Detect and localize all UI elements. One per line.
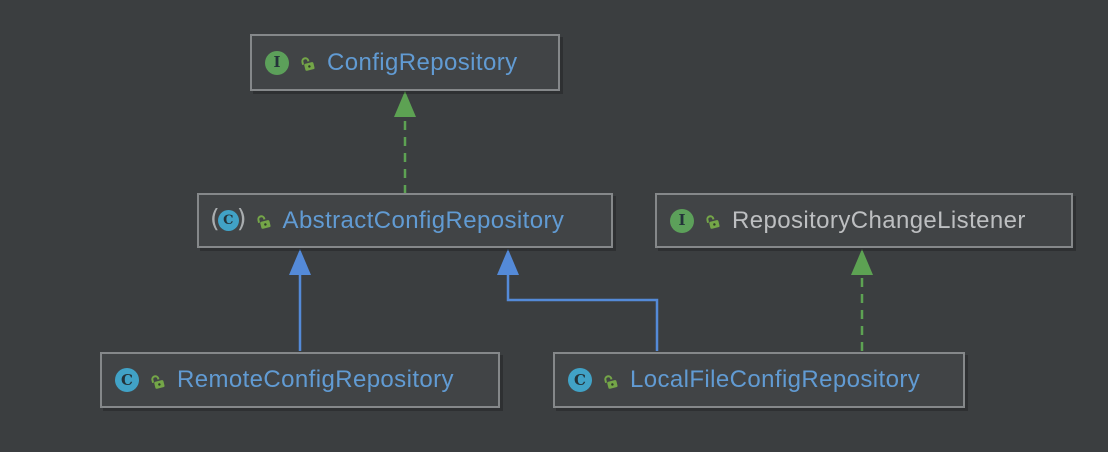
class-node-repository-change-listener[interactable]: I RepositoryChangeListener: [655, 193, 1073, 248]
edge-extends-localfile-to-abstract[interactable]: [497, 249, 659, 351]
class-icon: C: [115, 368, 139, 392]
edge-line-solid: [506, 272, 659, 351]
unlocked-padlock-icon: [256, 215, 271, 229]
interface-icon: I: [265, 50, 289, 75]
interface-icon: I: [670, 208, 694, 233]
class-name-label: LocalFileConfigRepository: [630, 366, 921, 393]
arrowhead-icon: [497, 249, 519, 275]
edge-implements-localfile-to-listener[interactable]: [851, 249, 873, 351]
class-node-remote-config-repository[interactable]: C RemoteConfigRepository: [100, 352, 500, 408]
class-name-label: RemoteConfigRepository: [177, 366, 454, 393]
abstract-paren-left: (: [210, 204, 220, 233]
edge-implements-abstract-to-configrepository[interactable]: [394, 91, 416, 194]
unlocked-padlock-icon: [301, 57, 315, 71]
unlocked-padlock-icon: [604, 374, 618, 389]
class-icon: C: [568, 368, 592, 392]
class-name-label: AbstractConfigRepository: [282, 206, 565, 234]
unlocked-padlock-icon: [151, 374, 165, 389]
abstract-paren-right: ): [236, 204, 247, 233]
class-name-label: RepositoryChangeListener: [732, 206, 1026, 234]
unlocked-padlock-icon: [706, 215, 720, 229]
abstract-class-letter: C: [217, 210, 239, 231]
abstract-class-icon: ( C ): [210, 204, 247, 233]
arrowhead-icon: [289, 249, 311, 275]
arrowhead-icon: [851, 249, 873, 275]
arrowhead-icon: [394, 91, 416, 117]
class-node-config-repository[interactable]: I ConfigRepository: [250, 34, 560, 91]
class-node-abstract-config-repository[interactable]: ( C ) AbstractConfigRepository: [197, 193, 613, 248]
class-node-local-file-config-repository[interactable]: C LocalFileConfigRepository: [553, 352, 965, 408]
class-name-label: ConfigRepository: [327, 48, 518, 76]
edge-extends-remote-to-abstract[interactable]: [289, 249, 311, 351]
